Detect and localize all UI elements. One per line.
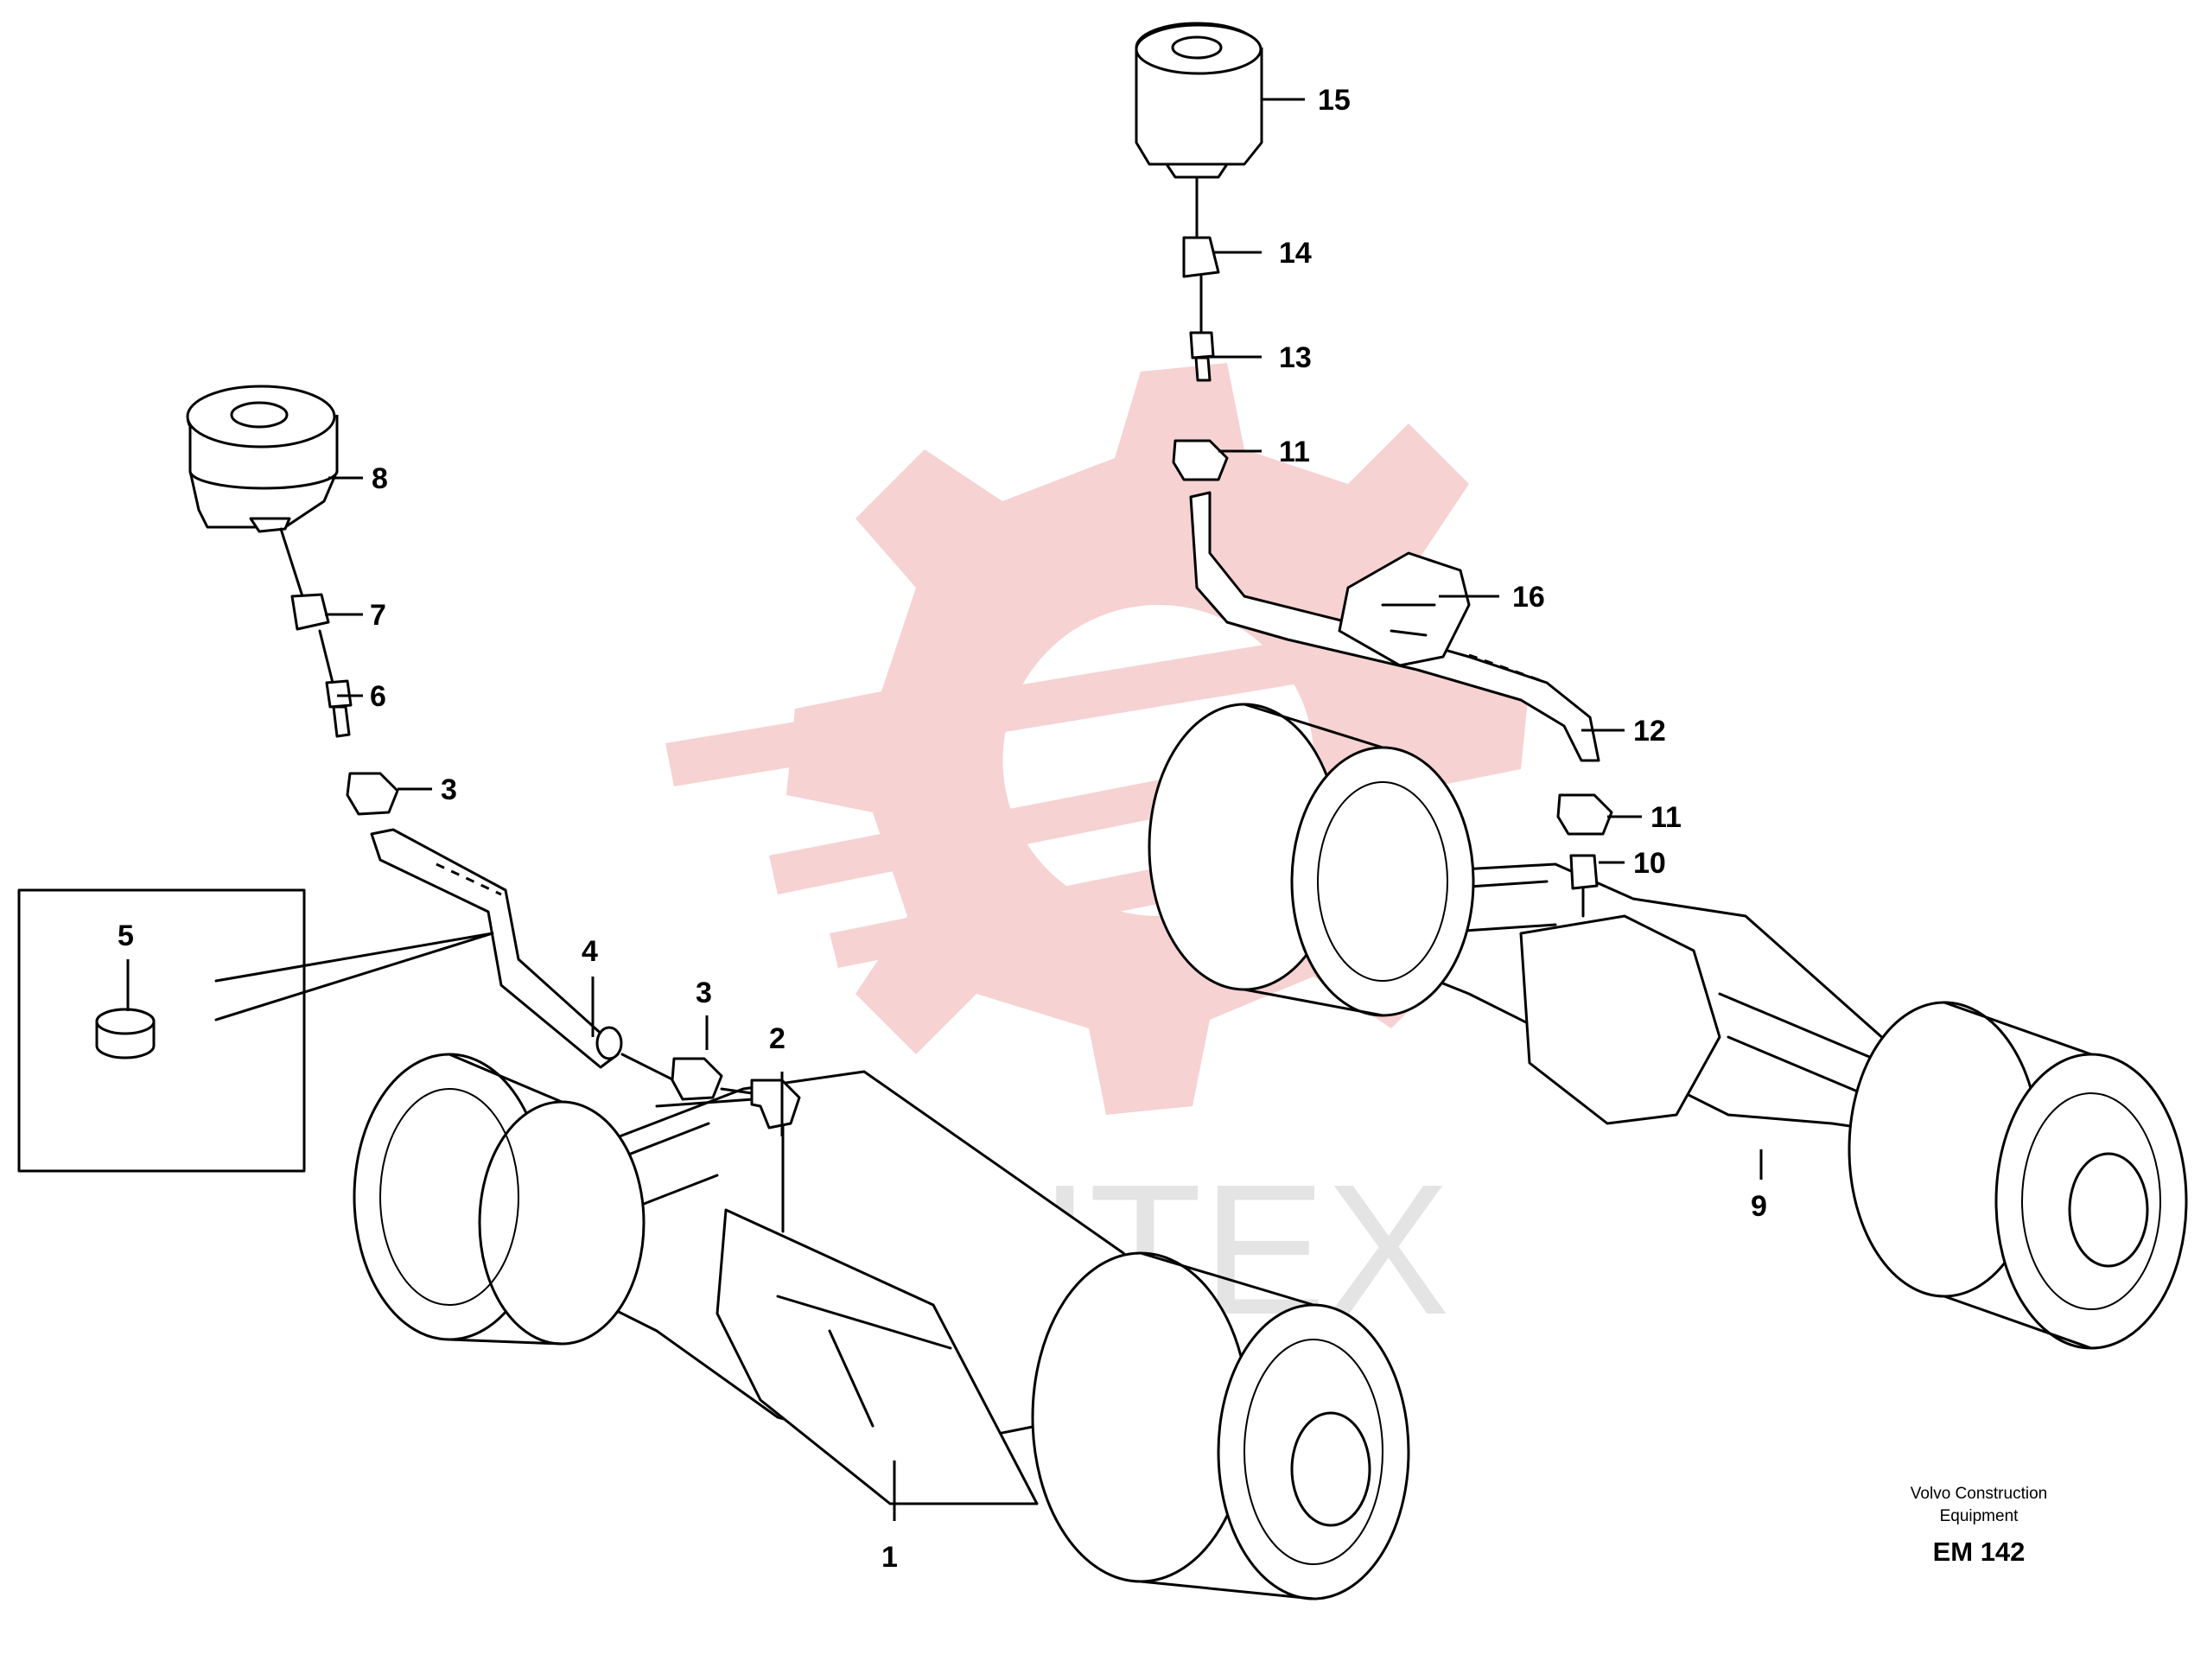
- adapter-7: [290, 593, 330, 631]
- callout-1: 1: [881, 1541, 898, 1574]
- credit-block: Volvo Construction Equipment EM 142: [1911, 1485, 2047, 1567]
- callout-12: 12: [1633, 715, 1666, 748]
- callout-4: 4: [582, 935, 598, 968]
- axle-right: [1148, 703, 2188, 1350]
- leader-lines: [126, 98, 1763, 1521]
- hose-clamp-11-upper: [1172, 439, 1229, 481]
- callout-9: 9: [1751, 1190, 1767, 1223]
- callout-6: 6: [370, 680, 386, 713]
- callout-11-lower: 11: [1650, 801, 1682, 834]
- callout-labels: 1 2 3 3 4 5 6 7 8 9 10 11 11 12 13 14 15…: [118, 84, 1767, 1574]
- callout-13: 13: [1279, 341, 1312, 374]
- hose-clamp-3-lower: [671, 1057, 723, 1101]
- callout-15: 15: [1318, 84, 1351, 117]
- callout-3-lower: 3: [696, 977, 712, 1009]
- nipple-13: [1189, 331, 1215, 360]
- callout-8: 8: [372, 462, 388, 495]
- callout-3-upper: 3: [441, 773, 457, 806]
- callout-5: 5: [118, 920, 134, 952]
- axle-left: [353, 1053, 1410, 1600]
- breather-assembly-left: [17, 385, 801, 1173]
- hose-clamp-11-lower: [1556, 793, 1613, 836]
- diagram-code: EM 142: [1933, 1537, 2026, 1567]
- strap-16: [1338, 551, 1471, 667]
- callout-7: 7: [370, 599, 386, 632]
- callout-16: 16: [1512, 581, 1545, 614]
- credit-line-1: Volvo Construction: [1911, 1485, 2047, 1503]
- credit-line-2: Equipment: [1940, 1507, 2019, 1525]
- adapter-14: [1182, 236, 1220, 278]
- callout-11-upper: 11: [1279, 436, 1310, 468]
- nipple-10: [1569, 854, 1599, 890]
- elbow-2: [750, 1079, 801, 1130]
- hose-12: [1189, 491, 1600, 762]
- detail-box-5: [17, 888, 306, 1173]
- callout-10: 10: [1633, 847, 1666, 880]
- nipple-6: [325, 679, 353, 709]
- callout-2: 2: [769, 1022, 785, 1055]
- callout-14: 14: [1279, 237, 1312, 270]
- breather-assembly-right: [1135, 22, 1613, 918]
- hose-clamp-3-upper: [346, 772, 399, 816]
